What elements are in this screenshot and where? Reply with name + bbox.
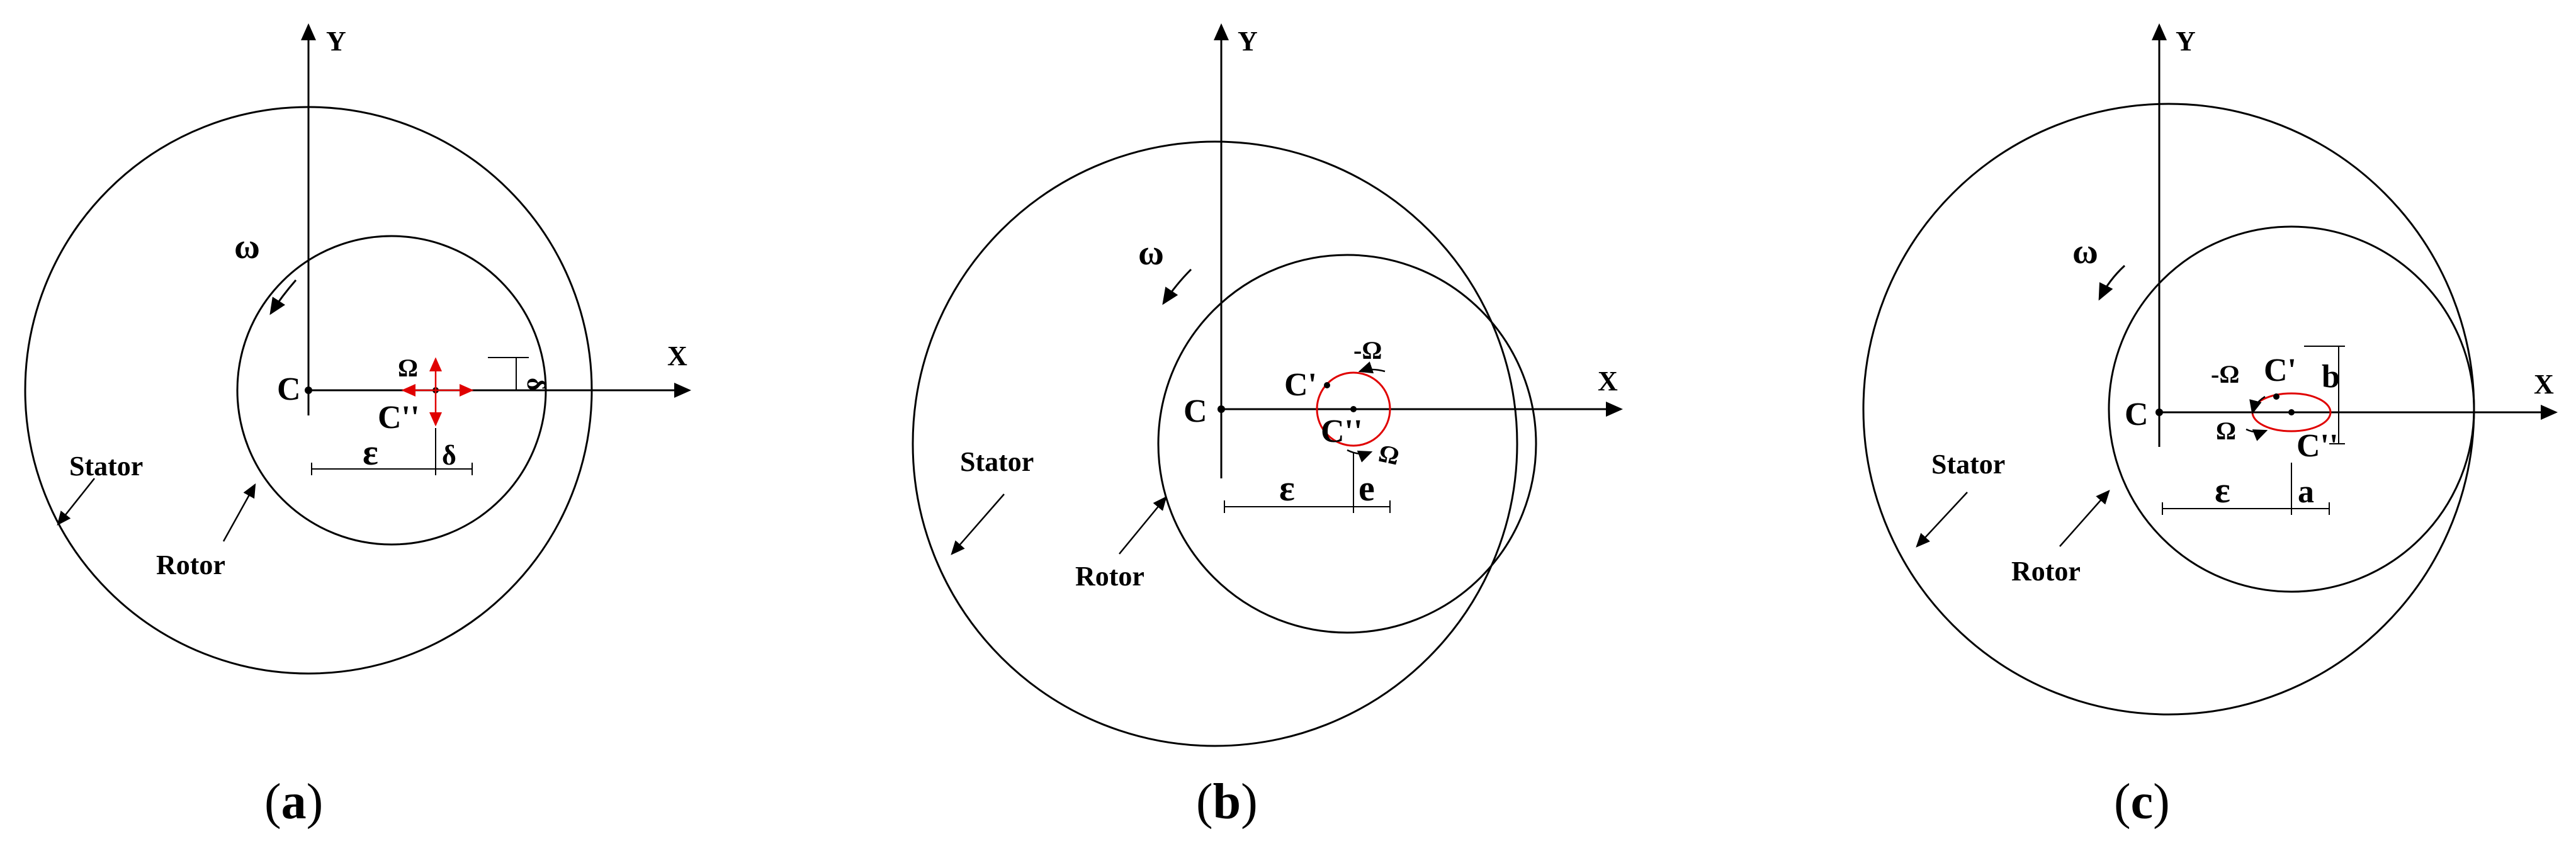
x-axis-label: X xyxy=(1598,366,1618,397)
center-c1-label: C' xyxy=(1284,367,1317,403)
stator-label: Stator xyxy=(69,451,143,482)
rotor-circle xyxy=(2108,225,2475,593)
whirl-label: Ω xyxy=(398,354,418,382)
whirl-label: Ω xyxy=(2216,417,2236,445)
center-c1-dot xyxy=(2273,393,2279,400)
caption-c-letter: c xyxy=(2131,774,2154,830)
rotation-arrow xyxy=(2098,264,2126,301)
center-c-label: C xyxy=(277,371,301,407)
x-axis-label: X xyxy=(2534,369,2554,400)
stator-circle xyxy=(1862,103,2475,716)
center-c-label: C xyxy=(1183,393,1207,429)
delta-h-label: δ xyxy=(442,440,456,471)
rotor-label: Rotor xyxy=(2011,556,2081,587)
whirl-arrow xyxy=(2246,428,2268,441)
center-c2-dot xyxy=(2288,409,2295,415)
whirl-neg-label: -Ω xyxy=(1353,336,1382,364)
whirl-neg-arrow xyxy=(1358,361,1386,374)
delta-v-label: δ xyxy=(522,378,550,391)
stator-leader xyxy=(1916,492,1968,548)
omega-label: ω xyxy=(1138,234,1164,273)
whirl-orbit xyxy=(1316,371,1391,447)
y-axis-label: Y xyxy=(2176,26,2196,57)
rotor-leader xyxy=(2059,490,2110,547)
omega-label: ω xyxy=(234,227,260,266)
panel-a: Y X C ω Ω C'' δ ε δ Stator Rotor (a) xyxy=(24,23,691,830)
rotor-leader xyxy=(1119,496,1167,555)
stator-leader xyxy=(951,494,1005,555)
x-axis-label: X xyxy=(667,341,687,371)
rotation-arrow xyxy=(1162,268,1192,305)
center-c2-label: C'' xyxy=(2296,428,2338,464)
stator-label: Stator xyxy=(1931,449,2005,480)
center-c-dot xyxy=(2155,409,2163,416)
center-c2-label: C'' xyxy=(378,400,419,436)
whirl-neg-label: -Ω xyxy=(2211,360,2239,388)
rotor-circle xyxy=(1157,254,1537,634)
whirl-label: Ω xyxy=(1376,439,1402,471)
center-c2-dot xyxy=(1350,406,1357,412)
eps-label: ε xyxy=(2215,470,2230,510)
caption-a-letter: a xyxy=(281,774,307,830)
stator-circle xyxy=(912,140,1518,747)
stator-leader xyxy=(57,478,95,526)
caption-a: (a) xyxy=(264,774,323,830)
rotor-label: Rotor xyxy=(1075,561,1144,592)
whirl-neg-arrow xyxy=(2249,395,2266,415)
eps-label: ε xyxy=(363,432,378,473)
caption-c: (c) xyxy=(2114,774,2170,830)
center-c2-label: C'' xyxy=(1321,414,1362,449)
panel-b: Y X C ω C' C'' -Ω Ω ε e Stator Rotor (b) xyxy=(912,23,1623,830)
rotation-arrow xyxy=(269,279,297,315)
caption-b-letter: b xyxy=(1213,774,1241,830)
eps-label: ε xyxy=(1279,468,1295,509)
y-axis-label: Y xyxy=(326,26,346,57)
y-axis-label: Y xyxy=(1238,26,1258,57)
panel-c: Y X C ω C' C'' -Ω Ω b ε a Stator Rotor xyxy=(1862,23,2558,830)
rotor-leader xyxy=(222,483,256,542)
center-c-label: C xyxy=(2125,397,2149,432)
omega-label: ω xyxy=(2072,232,2098,271)
stator-label: Stator xyxy=(960,446,1034,477)
caption-b: (b) xyxy=(1196,774,1258,830)
center-c-dot xyxy=(305,386,312,394)
b-label: b xyxy=(2322,359,2340,395)
center-c1-label: C' xyxy=(2264,352,2296,388)
center-c-dot xyxy=(1217,405,1225,413)
center-c1-dot xyxy=(1324,382,1330,388)
whirl-arrow xyxy=(1347,449,1373,463)
rotor-label: Rotor xyxy=(156,550,225,580)
a-label: a xyxy=(2298,474,2314,510)
e-label: e xyxy=(1359,468,1375,509)
